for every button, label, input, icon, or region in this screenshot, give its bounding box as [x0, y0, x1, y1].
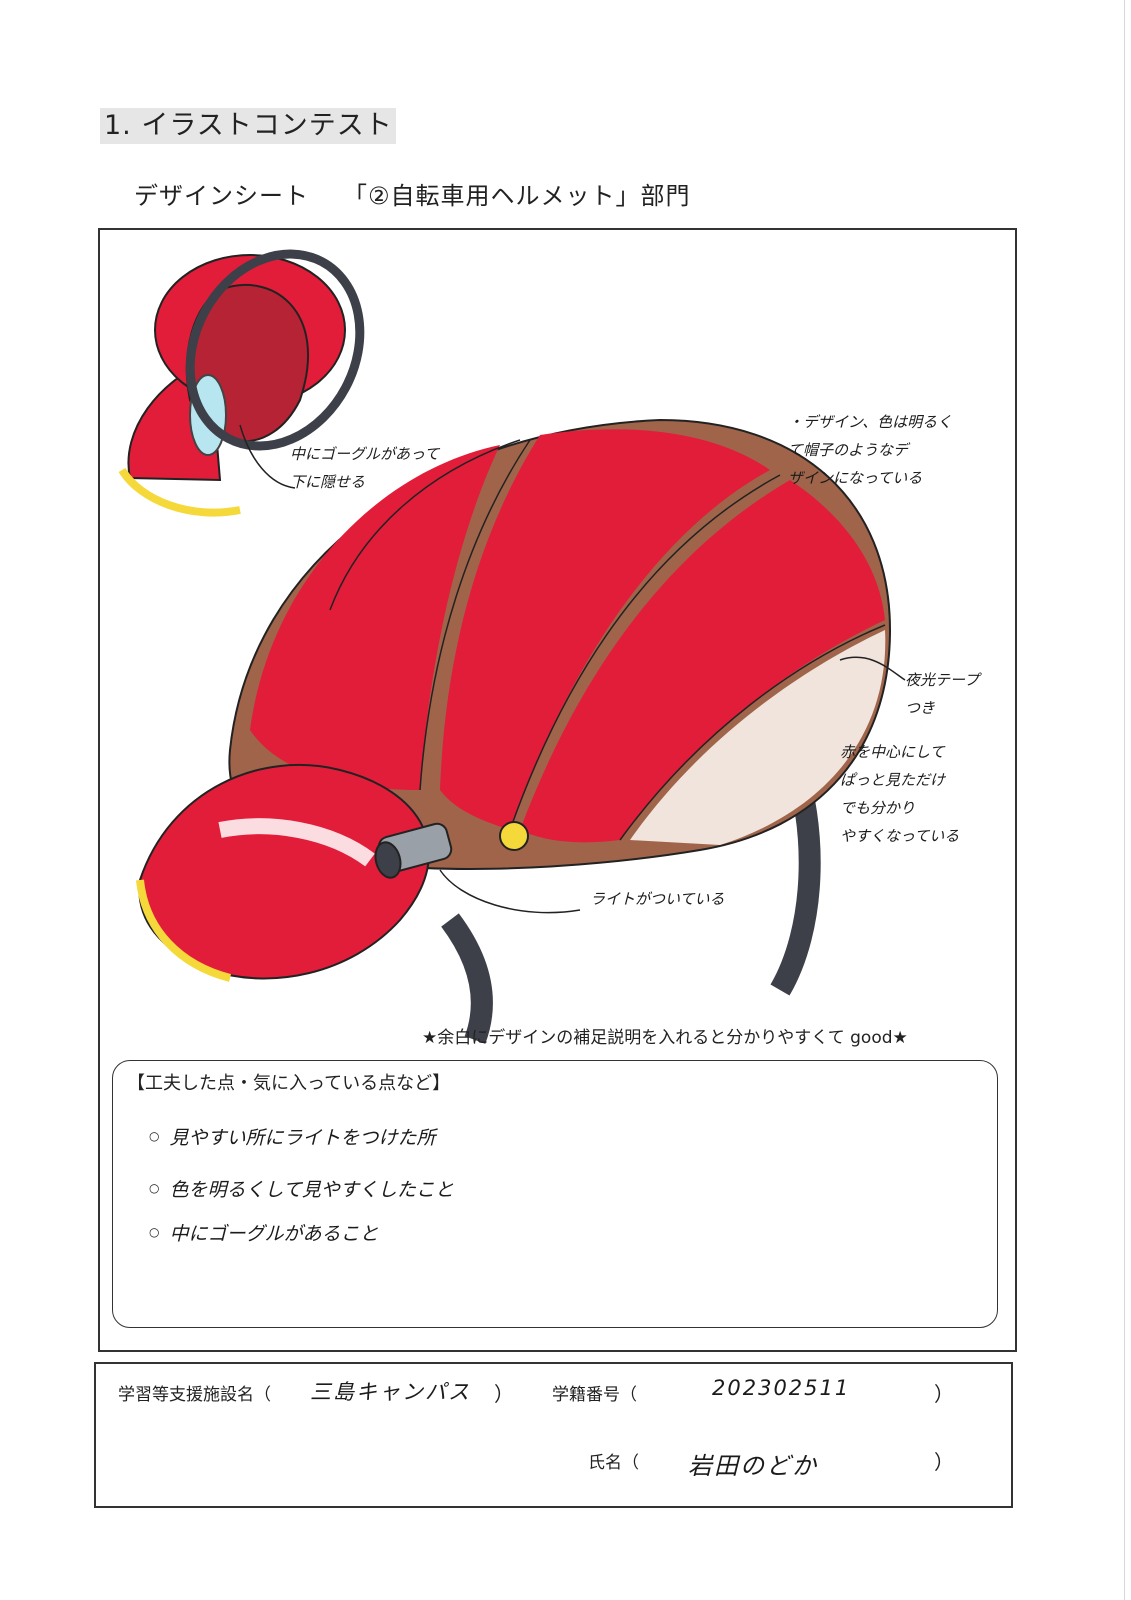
student-info-frame: 学習等支援施設名（ 三島キャンパス ） 学籍番号（ 202302511 ） 氏名… — [94, 1362, 1013, 1508]
page-edge — [1124, 0, 1125, 1600]
design-note: ・デザイン、色は明るく て帽子のようなデ ザインになっている — [788, 413, 953, 487]
main-helmet-sketch — [136, 418, 906, 1044]
drawing-frame: 中にゴーグルがあって 下に隠せる ・デザイン、色は明るく て帽子のようなデ ザイ… — [98, 228, 1017, 1352]
goggle-note: 中にゴーグルがあって 下に隠せる — [290, 445, 440, 491]
facility-label: 学習等支援施設名（ — [118, 1385, 271, 1405]
goggle-helmet-sketch — [118, 249, 365, 517]
sheet-label: デザインシート — [134, 182, 309, 210]
idea-item: ○中にゴーグルがあること — [149, 1223, 379, 1245]
facility-value: 三島キャンパス — [310, 1380, 471, 1404]
idea-item: ○見やすい所にライトをつけた所 — [149, 1127, 436, 1149]
name-close-paren: ） — [934, 1450, 954, 1474]
sheet-title: デザインシート 「②自転車用ヘルメット」部門 — [134, 176, 691, 211]
student-id-value: 202302511 — [712, 1376, 851, 1400]
reflective-tape-note: 夜光テープ つき — [905, 671, 980, 717]
idea-item: ○色を明るくして見やすくしたこと — [149, 1179, 454, 1201]
facility-close-paren: ） — [494, 1382, 514, 1406]
ideas-heading: 【工夫した点・気に入っている点など】 — [127, 1073, 451, 1094]
section-title: 1. イラストコンテスト — [100, 108, 396, 144]
hint-text: ★余白にデザインの補足説明を入れると分かりやすくて good★ — [422, 1028, 908, 1048]
name-value: 岩田のどか — [688, 1452, 818, 1480]
helmet-illustration — [118, 249, 906, 1044]
ideas-box: 【工夫した点・気に入っている点など】 ○見やすい所にライトをつけた所 ○色を明る… — [112, 1060, 998, 1328]
category-label: 「②自転車用ヘルメット」部門 — [343, 182, 691, 210]
student-id-label: 学籍番号（ — [552, 1385, 637, 1405]
student-id-close-paren: ） — [934, 1382, 954, 1406]
light-note: ライトがついている — [590, 890, 725, 908]
name-label: 氏名（ — [588, 1453, 639, 1473]
color-note: 赤を中心にして ぱっと見ただけ でも分かり やすくなっている — [840, 743, 960, 845]
